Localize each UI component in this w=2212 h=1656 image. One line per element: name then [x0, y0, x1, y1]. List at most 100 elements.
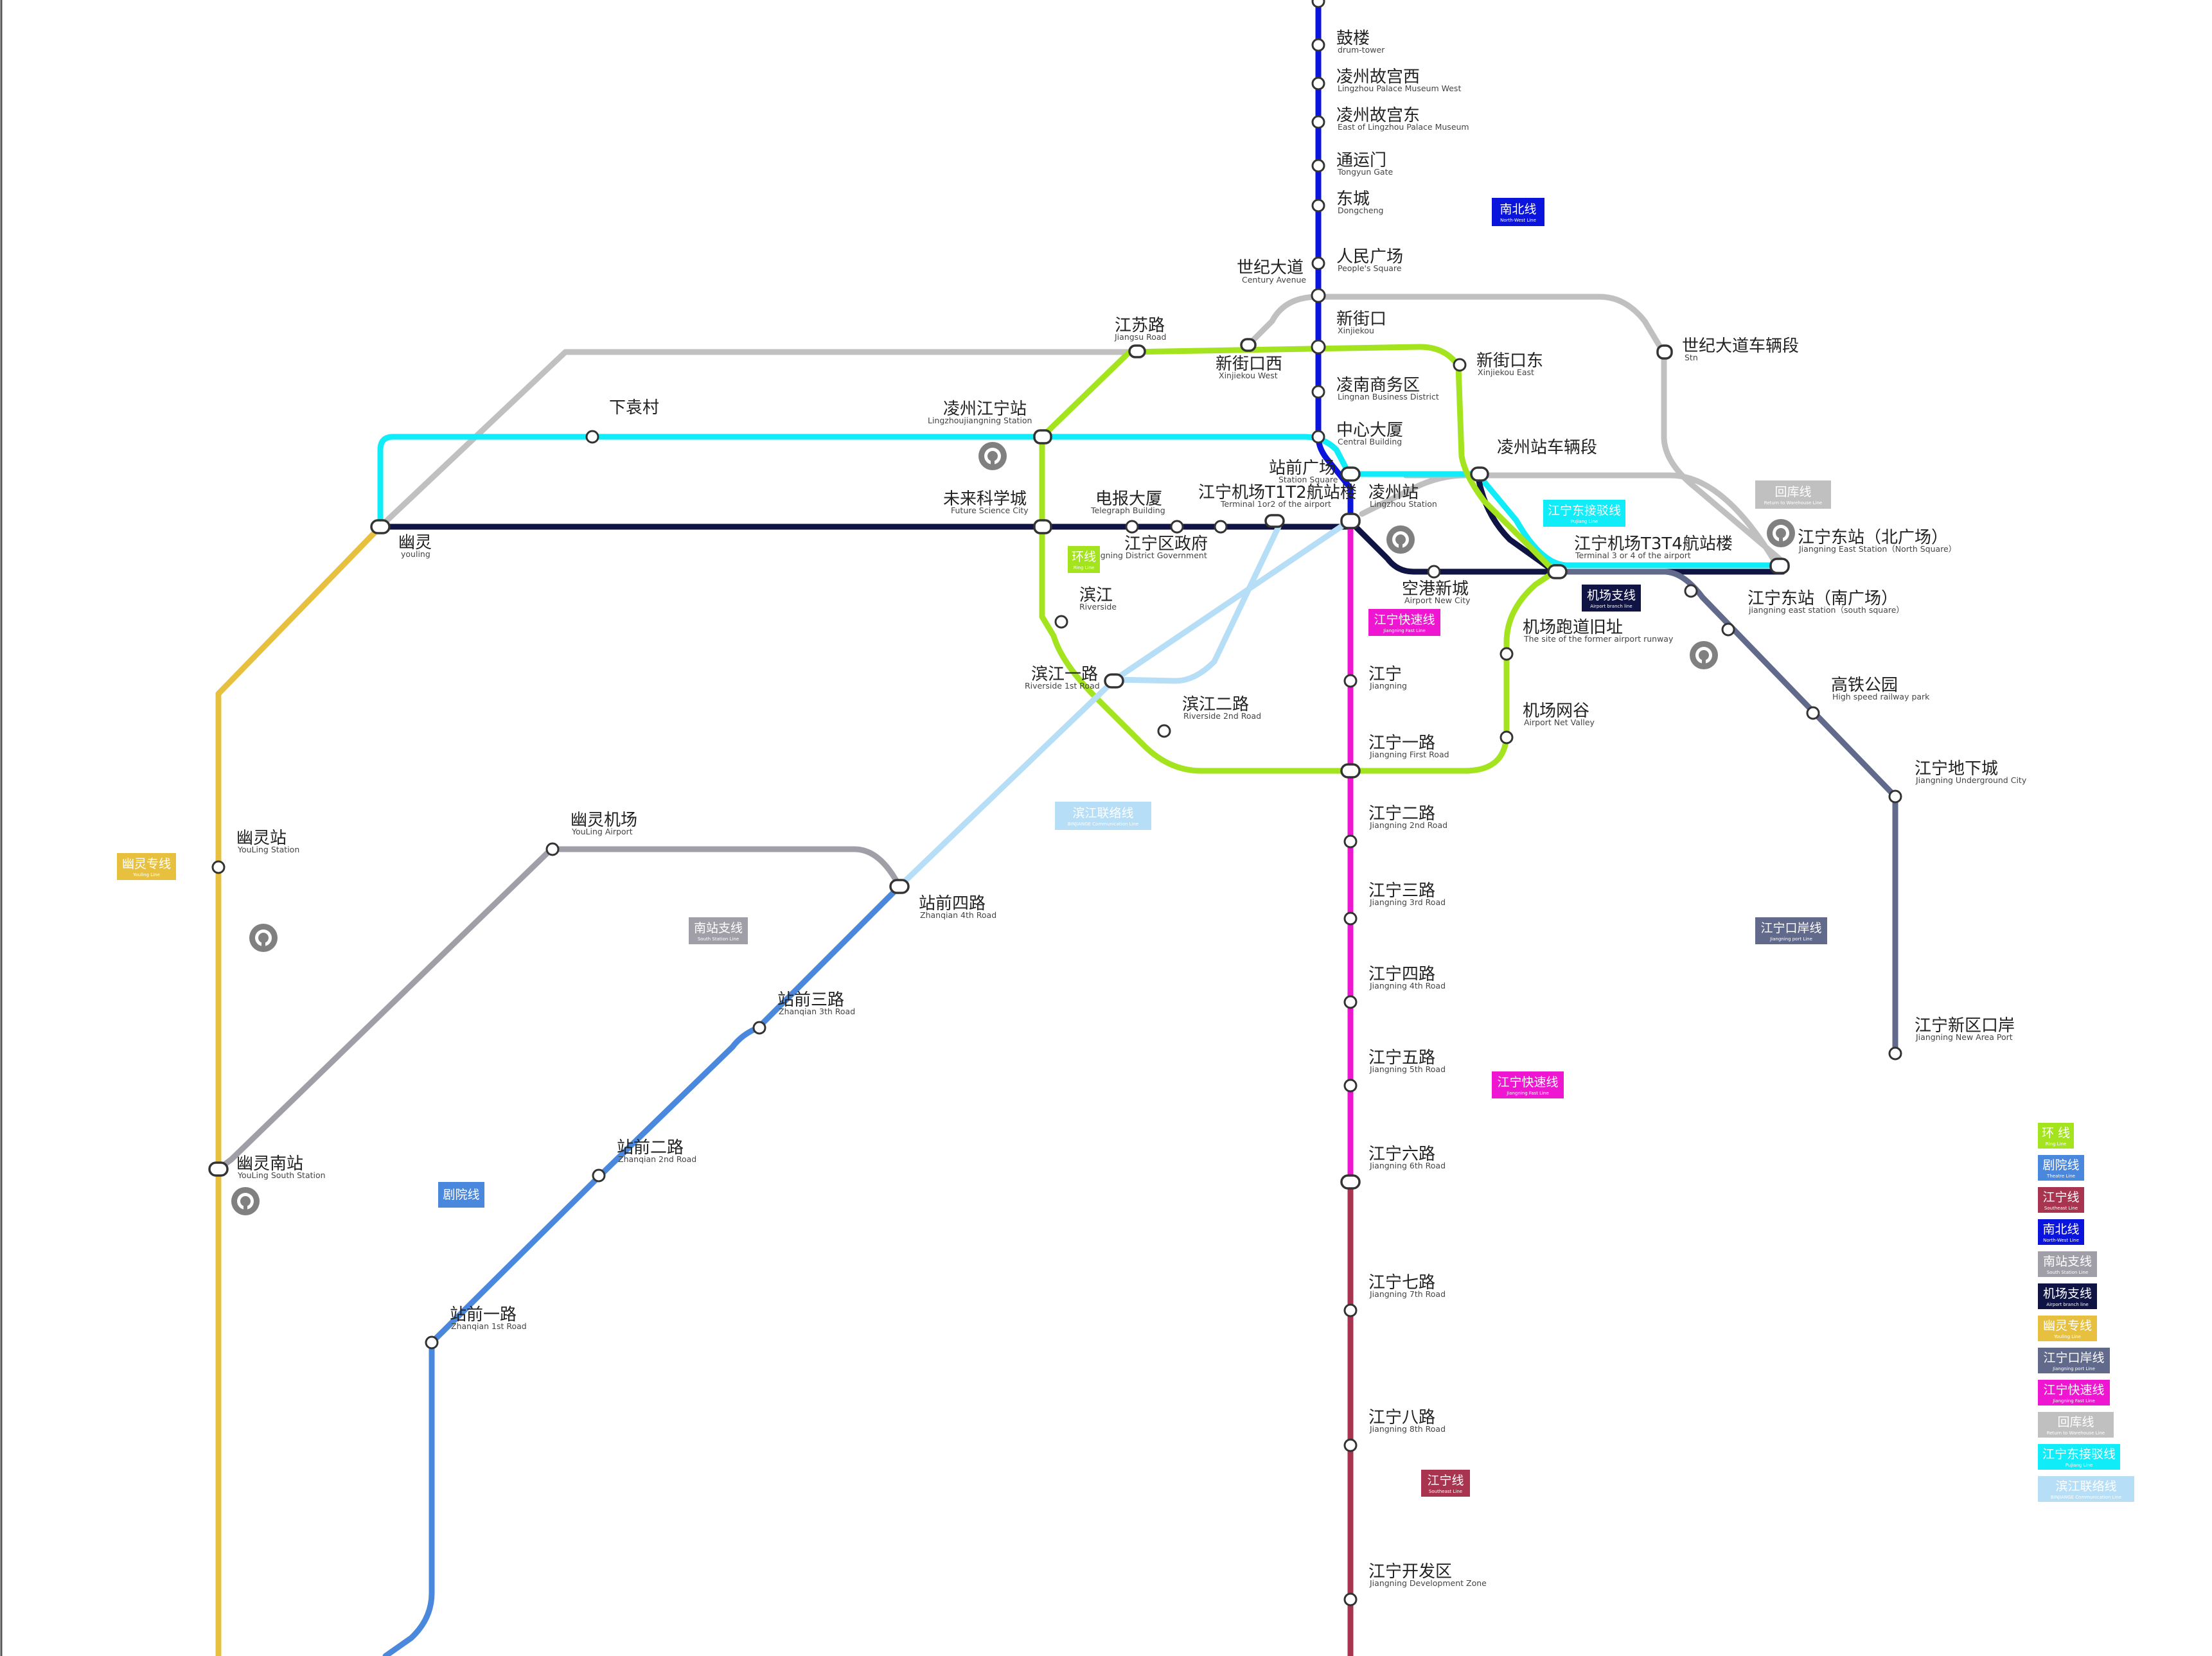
- station-dot[interactable]: [1311, 159, 1325, 173]
- line-tag[interactable]: 回库线 Return to Warehouse Line: [1755, 480, 1831, 509]
- station-dot[interactable]: [889, 879, 910, 894]
- station-dot[interactable]: [1311, 0, 1325, 8]
- station-dot[interactable]: [1343, 834, 1358, 849]
- station-dot[interactable]: [1656, 344, 1673, 360]
- station-dot[interactable]: [370, 519, 391, 534]
- station-dot[interactable]: [1311, 288, 1326, 303]
- station-dot[interactable]: [1721, 622, 1735, 637]
- legend-item-south-station[interactable]: 南站支线 South Station Line: [2038, 1251, 2097, 1277]
- station-dot[interactable]: [1343, 674, 1358, 688]
- station-dot[interactable]: [1311, 115, 1325, 129]
- station-dot[interactable]: [1340, 1174, 1361, 1190]
- station-dot[interactable]: [1033, 519, 1052, 534]
- station-dot[interactable]: [1125, 520, 1139, 534]
- station-dot[interactable]: [1343, 995, 1358, 1009]
- legend-item-jiangning[interactable]: 江宁线 Southeast Line: [2038, 1187, 2084, 1213]
- legend-item-binjiang-link[interactable]: 滨江联络线 BINJIANGE Communication Line: [2038, 1476, 2134, 1502]
- line-theatre[interactable]: [382, 883, 903, 1656]
- svg-text:江宁新区口岸: 江宁新区口岸: [1915, 1016, 2015, 1035]
- station-dot[interactable]: [1500, 647, 1514, 661]
- station-dot[interactable]: [425, 1335, 439, 1350]
- station-dot[interactable]: [1128, 344, 1146, 358]
- station-dot[interactable]: [1104, 673, 1124, 689]
- line-tag[interactable]: 江宁线 Southeast Line: [1421, 1470, 1470, 1497]
- station-dot[interactable]: [1427, 565, 1441, 579]
- line-tag[interactable]: 幽灵专线 Youling Line: [117, 853, 176, 880]
- station-dot[interactable]: [592, 1168, 606, 1183]
- line-tag[interactable]: 江宁东接驳线 Pujiang Line: [1543, 500, 1625, 527]
- station-dot[interactable]: [1311, 339, 1326, 355]
- station-dot[interactable]: [1264, 514, 1285, 528]
- line-return-depot[interactable]: [377, 294, 1783, 562]
- station-dot[interactable]: [1343, 1079, 1358, 1093]
- station-dot[interactable]: [1054, 615, 1068, 629]
- station-dot[interactable]: [208, 1161, 229, 1177]
- station-dot[interactable]: [585, 430, 599, 444]
- line-tag[interactable]: 南北线 North-West Line: [1492, 198, 1544, 226]
- line-tag[interactable]: 剧院线: [438, 1182, 484, 1208]
- svg-text:Terminal 1or2 of the airport: Terminal 1or2 of the airport: [1220, 499, 1331, 509]
- legend-item-north-south[interactable]: 南北线 North-West Line: [2038, 1219, 2084, 1245]
- line-tag[interactable]: 江宁快速线 Jiangning Fast Line: [1368, 609, 1440, 636]
- legend-swatch: [2038, 1348, 2110, 1373]
- station-dot[interactable]: [1888, 1046, 1902, 1061]
- station-dot[interactable]: [1343, 1438, 1358, 1452]
- station-dot[interactable]: [1343, 912, 1358, 926]
- station-dot[interactable]: [1311, 430, 1325, 444]
- station-dot[interactable]: [752, 1021, 766, 1035]
- station-dot[interactable]: [1311, 38, 1325, 52]
- legend-item-airport-branch[interactable]: 机场支线 Airport branch line: [2038, 1283, 2097, 1309]
- station-dot[interactable]: [1453, 358, 1467, 372]
- station-dot[interactable]: [1470, 466, 1489, 482]
- legend-item-jiangning-fast[interactable]: 江宁快速线 Jiangning Fast Line: [2038, 1380, 2110, 1405]
- station-dot[interactable]: [1311, 198, 1325, 213]
- station-dot[interactable]: [1240, 338, 1257, 352]
- station-dot[interactable]: [211, 860, 226, 874]
- legend-item-return-depot[interactable]: 回库线 Return to Warehouse Line: [2038, 1412, 2114, 1438]
- station-dot[interactable]: [1311, 76, 1325, 91]
- line-tag[interactable]: 南站支线 South Station Line: [689, 917, 748, 944]
- station-label: 江宁东站（南广场）jiangning east station（south sq…: [1747, 589, 1904, 615]
- station-dot[interactable]: [1500, 730, 1514, 744]
- legend-item-ring[interactable]: 环 线 Ring Line: [2038, 1123, 2074, 1149]
- station-dot[interactable]: [1547, 564, 1568, 579]
- station-dot[interactable]: [1888, 789, 1902, 804]
- legend-item-pujiang[interactable]: 江宁东接驳线 Pujiang Line: [2038, 1444, 2120, 1470]
- station-dot[interactable]: [1343, 1592, 1358, 1607]
- station-dot[interactable]: [1684, 584, 1698, 598]
- station-dot[interactable]: [1806, 706, 1820, 720]
- station-dot[interactable]: [1214, 520, 1228, 534]
- line-pujiang[interactable]: [377, 434, 1786, 568]
- line-south-station[interactable]: [215, 846, 903, 1172]
- legend-item-youling[interactable]: 幽灵专线 Youling Line: [2038, 1316, 2097, 1341]
- station-dot[interactable]: [1157, 724, 1171, 738]
- station-dot[interactable]: [1769, 558, 1790, 574]
- legend-item-jiangning-port[interactable]: 江宁口岸线 Jiangning port Line: [2038, 1348, 2110, 1373]
- station-dot[interactable]: [1311, 385, 1325, 399]
- station-dot[interactable]: [1340, 763, 1361, 779]
- station-dot[interactable]: [1340, 513, 1361, 529]
- line-airport-branch[interactable]: [377, 471, 1786, 575]
- station-dot[interactable]: [1033, 429, 1052, 445]
- line-tag[interactable]: 环线 Ring Line: [1068, 546, 1100, 573]
- line-binjiang-link[interactable]: [896, 517, 1354, 890]
- legend-item-theatre[interactable]: 剧院线 Theatre Line: [2038, 1155, 2084, 1181]
- line-tag[interactable]: 江宁快速线 Jiangning Fast Line: [1492, 1071, 1564, 1098]
- svg-text:凌州故宫东: 凌州故宫东: [1336, 106, 1420, 125]
- line-tag[interactable]: 江宁口岸线 Jiangning port Line: [1755, 917, 1827, 944]
- station-dot[interactable]: [1340, 466, 1361, 482]
- station-dot[interactable]: [1311, 256, 1325, 270]
- station-dot[interactable]: [545, 842, 560, 856]
- station-dot[interactable]: [1170, 520, 1184, 534]
- svg-text:Airport New City: Airport New City: [1404, 595, 1471, 605]
- station-dot[interactable]: [1343, 1303, 1358, 1317]
- line-tag[interactable]: 机场支线 Airport branch line: [1582, 585, 1641, 612]
- line-youling[interactable]: [215, 524, 384, 1656]
- line-tag[interactable]: 滨江联络线 BINJIANGE Communication Line: [1055, 802, 1151, 830]
- svg-text:Lingnan Business District: Lingnan Business District: [1338, 392, 1439, 401]
- svg-text:Jiangning 5th Road: Jiangning 5th Road: [1369, 1064, 1446, 1074]
- line-jiangning-port[interactable]: [1552, 568, 1898, 1057]
